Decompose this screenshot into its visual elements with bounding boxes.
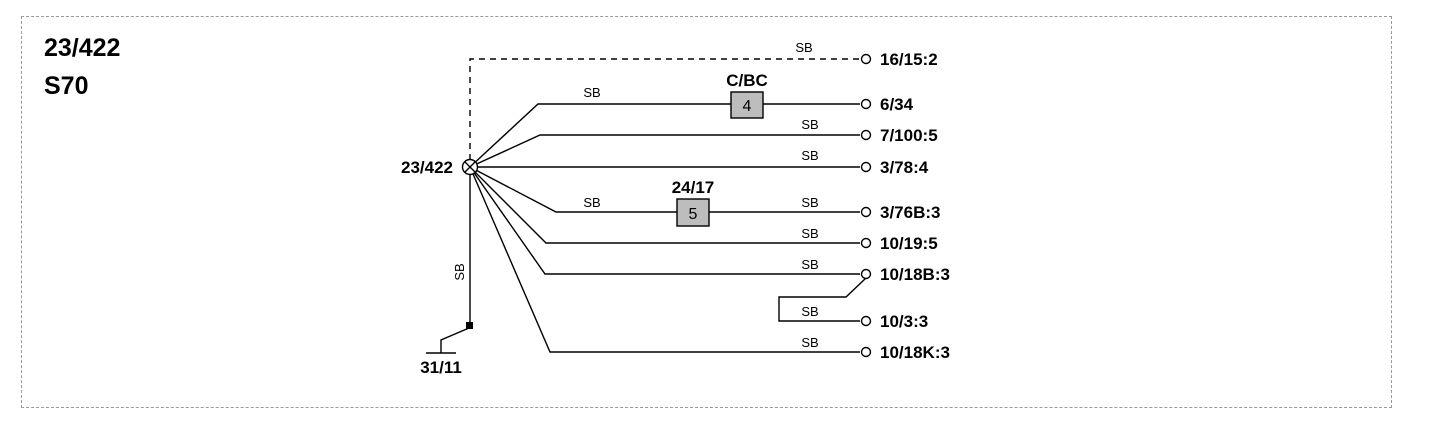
terminal-label: 10/19:5 — [880, 234, 938, 253]
ground-label: 31/11 — [420, 358, 462, 377]
wire-label: SB — [801, 195, 818, 210]
wire-label: SB — [583, 85, 600, 100]
wire-label: SB — [801, 257, 818, 272]
hub-connector-icon — [461, 158, 479, 176]
terminal-label: 7/100:5 — [880, 126, 938, 145]
wire-3-76b-a — [469, 166, 677, 213]
wire-label: SB — [801, 117, 818, 132]
terminal-label: 10/3:3 — [880, 312, 928, 331]
terminal-pin-icon — [860, 161, 872, 173]
terminal-pin-icon — [860, 206, 872, 218]
terminal-label: 16/15:2 — [880, 50, 938, 69]
component-number: 5 — [689, 206, 698, 223]
terminal-pin-icon — [860, 237, 872, 249]
component-24-17: 24/17 5 — [672, 178, 715, 227]
terminal-pin-icon — [860, 129, 872, 141]
wire-label: SB — [795, 40, 812, 55]
hub-label: 23/422 — [401, 158, 453, 177]
terminal-pin-icon — [860, 315, 872, 327]
ground-wire-label: SB — [452, 263, 467, 280]
wire-label: SB — [801, 226, 818, 241]
component-name: C/BC — [726, 71, 768, 90]
terminal-label: 3/78:4 — [880, 158, 929, 177]
terminal-pin-icon — [860, 268, 872, 280]
wire-label: SB — [583, 195, 600, 210]
terminal-label: 6/34 — [880, 95, 914, 114]
ground-splice — [466, 322, 473, 329]
diagram-subtitle: S70 — [44, 72, 89, 100]
diagram-title: 23/422 — [44, 34, 121, 62]
wire-label: SB — [801, 335, 818, 350]
wire-16-15 — [469, 58, 860, 160]
terminal-label: 10/18K:3 — [880, 343, 950, 362]
terminal-pin-icon — [860, 53, 872, 65]
terminal-pin-icon — [860, 98, 872, 110]
component-name: 24/17 — [672, 178, 715, 197]
wire-10-19 — [469, 166, 860, 244]
terminal-label: 3/76B:3 — [880, 203, 940, 222]
terminal-label: 10/18B:3 — [880, 265, 950, 284]
wire-10-18b — [469, 166, 860, 275]
wire-10-18k — [469, 166, 860, 353]
terminal-list — [860, 53, 872, 358]
wire-7-100 — [469, 134, 860, 168]
wire-10-3 — [778, 277, 867, 322]
wire-label: SB — [801, 304, 818, 319]
wire-6-34-a — [469, 103, 731, 168]
terminal-pin-icon — [860, 346, 872, 358]
wire-label: SB — [801, 148, 818, 163]
ground-lead — [440, 327, 470, 353]
component-number: 4 — [743, 98, 752, 115]
diagram-frame — [21, 16, 1392, 408]
component-c-bc: C/BC 4 — [726, 71, 768, 119]
